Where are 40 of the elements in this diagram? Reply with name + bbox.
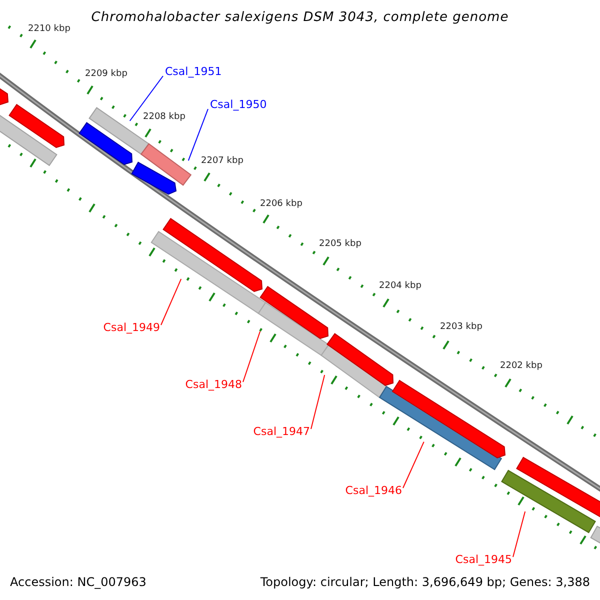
gene-bar <box>150 230 266 314</box>
gene-bar <box>131 162 177 195</box>
scale-label: 2209 kbp <box>85 70 128 79</box>
scale-label: 2203 kbp <box>440 323 482 332</box>
leader-line <box>310 374 326 430</box>
gene-bar <box>0 114 58 166</box>
gene-label: Csal_1946 <box>345 485 402 496</box>
gene-bar <box>320 344 388 398</box>
scale-label: 2204 kbp <box>379 282 422 291</box>
gene-bar <box>326 333 394 386</box>
leader-line <box>188 108 208 162</box>
scale-label: 2208 kbp <box>143 113 186 122</box>
gene-bar <box>140 143 192 186</box>
gene-bar <box>78 122 133 166</box>
leader-line <box>160 278 182 326</box>
gene-bar <box>260 286 329 340</box>
scale-label: 2210 kbp <box>28 25 70 34</box>
gene-label: Csal_1949 <box>103 322 160 333</box>
scale-label: 2202 kbp <box>500 362 542 371</box>
leader-line <box>242 330 261 382</box>
scale-label: 2205 kbp <box>319 240 362 249</box>
gene-label: Csal_1950 <box>210 99 267 110</box>
leader-line <box>512 511 526 558</box>
gene-label: Csal_1948 <box>185 379 242 390</box>
gene-bar <box>392 380 506 458</box>
title: Chromohalobacter salexigens DSM 3043, complete genome <box>90 11 510 24</box>
accession-number: Accession: NC_007963 <box>10 576 146 588</box>
genome-stats: Topology: circular; Length: 3,696,649 bp; Genes: 3,388 <box>260 576 590 588</box>
gene-bar <box>258 302 330 356</box>
scale-label: 2206 kbp <box>260 200 302 209</box>
gene-label: Csal_1945 <box>455 554 512 565</box>
gene-bar <box>501 470 596 534</box>
gene-label: Csal_1951 <box>165 66 222 77</box>
scale-label: 2207 kbp <box>201 157 244 166</box>
leader-line <box>129 76 164 122</box>
leader-line <box>402 441 424 488</box>
gene-label: Csal_1947 <box>253 426 310 437</box>
gene-bar <box>8 104 65 148</box>
gene-bar <box>162 218 263 292</box>
gene-bar <box>516 456 600 519</box>
